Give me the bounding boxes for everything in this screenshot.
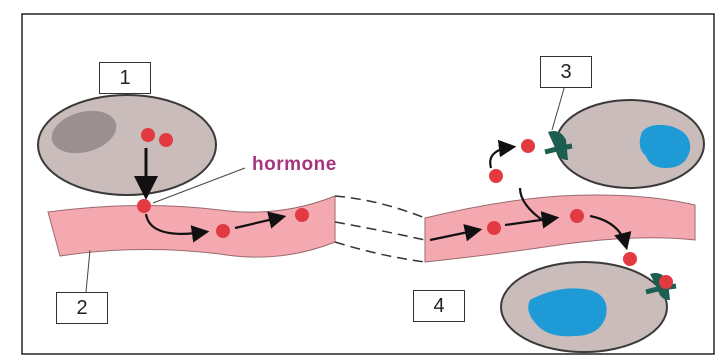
step-box-2: 2 bbox=[56, 292, 108, 324]
hormone-molecule bbox=[295, 208, 309, 222]
hormone-molecule bbox=[141, 128, 155, 142]
step-box-4: 4 bbox=[413, 290, 465, 322]
step-box-1: 1 bbox=[99, 62, 151, 94]
step-box-3: 3 bbox=[540, 56, 592, 88]
hormone-molecule bbox=[570, 209, 584, 223]
hormone-molecule bbox=[216, 224, 230, 238]
hormone-molecule bbox=[521, 139, 535, 153]
hormone-molecule bbox=[487, 221, 501, 235]
hormone-molecule bbox=[659, 275, 673, 289]
hormone-molecule bbox=[489, 169, 503, 183]
hormone-label: hormone bbox=[252, 154, 337, 176]
hormone-molecule bbox=[623, 252, 637, 266]
hormone-molecule bbox=[137, 199, 151, 213]
hormone-molecule bbox=[159, 133, 173, 147]
